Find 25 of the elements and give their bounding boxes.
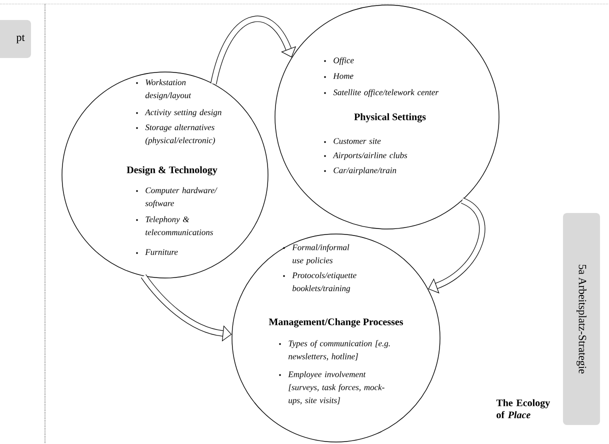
side-tab: pt	[0, 20, 31, 58]
curved-arrow	[210, 16, 296, 84]
bullet-item: Car/airplane/train	[324, 167, 396, 175]
bullet-item: Activity setting design	[136, 109, 222, 117]
bullet-item: Furniture	[136, 249, 178, 255]
bullet-item: Airports/airline clubs	[324, 152, 408, 160]
bullet-item: Office	[324, 57, 354, 65]
bullet-item: Customer site	[324, 138, 381, 144]
curved-arrow	[428, 198, 486, 294]
bullet-item: Satellite office/telework center	[324, 89, 439, 97]
side-tab: 5a Arbeitsplatz-Strategie	[563, 213, 600, 425]
bullet-item: Protocols/etiquette booklets/training	[283, 272, 356, 293]
bullet-item: Workstation design/layout	[136, 79, 192, 100]
heading: Physical Settings	[354, 113, 426, 122]
caption: The Ecology of Place	[496, 399, 550, 418]
curved-arrow	[141, 274, 232, 342]
bullet-item: Employee involvement [surveys, task forces, mock-ups, site visits]	[279, 371, 384, 405]
bullet-item: Telephony & telecommunications	[136, 216, 213, 236]
bullet-item: Storage alternatives (physical/electronic)	[136, 124, 215, 145]
bullet-item: Types of communication [e.g. newsletters, hotline]	[279, 340, 390, 360]
bullet-item: Home	[324, 73, 354, 79]
bullet-item: Computer hardware/ software	[136, 187, 218, 208]
heading: Design & Technology	[126, 166, 218, 176]
bullet-item: Formal/informal use policies	[283, 244, 350, 265]
heading: Management/Change Processes	[268, 318, 404, 328]
